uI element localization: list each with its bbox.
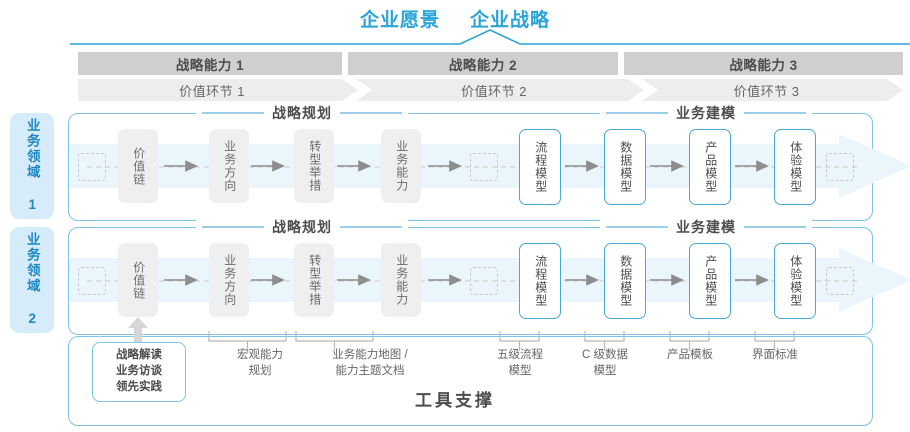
node-business-direction-r1[interactable]: 业务方向 xyxy=(209,129,249,203)
placeholder-box-r2-right xyxy=(826,267,854,295)
node-label: 数据模型 xyxy=(618,141,633,193)
node-data-model-r2[interactable]: 数据模型 xyxy=(604,243,646,319)
callout-macro-capability-planning: 宏观能力 规划 xyxy=(237,349,283,377)
section-label: 业务建模 xyxy=(676,105,736,121)
section-label: 业务建模 xyxy=(676,219,736,235)
node-experience-model-r1[interactable]: 体验模型 xyxy=(774,129,816,205)
domain-2-label: 业务领域 2 xyxy=(24,232,40,328)
value-chain-3-label: 价值环节 3 xyxy=(733,83,800,99)
node-value-chain-r2[interactable]: 价值链 xyxy=(118,243,158,317)
node-business-direction-r2[interactable]: 业务方向 xyxy=(209,243,249,317)
arrow-r1-2 xyxy=(251,160,285,172)
node-product-model-r2[interactable]: 产品模型 xyxy=(689,243,731,319)
callout-c-level-data-model: C 级数据 模型 xyxy=(582,349,628,377)
tool-support-title: 工具支撑 xyxy=(415,391,495,410)
value-chain-1-label: 价值环节 1 xyxy=(179,83,245,99)
callout-value-chain-methods: 战略解读 业务访谈 领先实践 xyxy=(92,342,186,402)
node-label: 业务方向 xyxy=(222,140,237,192)
divider-line xyxy=(744,226,806,228)
node-label: 转型举措 xyxy=(307,254,322,306)
arrow-r2-4 xyxy=(428,274,462,286)
placeholder-box-r2-left xyxy=(78,267,106,295)
arrow-r2-3 xyxy=(337,274,371,286)
divider-line xyxy=(202,226,264,228)
divider-line xyxy=(744,112,806,114)
section-title-business-modeling-r2: 业务建模 xyxy=(600,219,812,235)
arrow-r2-1 xyxy=(164,274,198,286)
sidebar-item-domain-2[interactable]: 业务领域 2 xyxy=(10,227,54,333)
arrow-r1-7 xyxy=(735,160,769,172)
arrow-r1-4 xyxy=(428,160,462,172)
node-label: 流程模型 xyxy=(533,255,548,307)
callout-brackets xyxy=(208,331,795,351)
capability-bar-3: 战略能力 3 xyxy=(624,52,903,75)
node-label: 业务方向 xyxy=(222,254,237,306)
node-label: 业务能力 xyxy=(394,254,409,306)
value-chain-2: 价值环节 2 xyxy=(356,79,644,101)
peak-connector-line xyxy=(70,29,910,45)
placeholder-box-r1-right xyxy=(826,153,854,181)
node-label: 转型举措 xyxy=(307,140,322,192)
node-data-model-r1[interactable]: 数据模型 xyxy=(604,129,646,205)
enterprise-strategy-title: 企业战略 xyxy=(470,9,551,31)
node-transformation-measures-r2[interactable]: 转型举措 xyxy=(294,243,334,317)
tool-support-container xyxy=(68,336,873,426)
divider-line xyxy=(606,112,668,114)
placeholder-box-r1-left xyxy=(78,153,106,181)
node-business-capability-r1[interactable]: 业务能力 xyxy=(381,129,421,203)
section-label: 战略规划 xyxy=(272,105,332,121)
upward-arrow-icon xyxy=(128,317,148,343)
node-process-model-r1[interactable]: 流程模型 xyxy=(519,129,561,205)
arrow-r1-6 xyxy=(650,160,684,172)
section-title-strategy-planning-r2: 战略规划 xyxy=(196,219,408,235)
node-label: 产品模型 xyxy=(703,255,718,307)
callout-ui-standard: 界面标准 xyxy=(752,349,798,361)
placeholder-box-r1-mid xyxy=(470,153,498,181)
value-chain-1: 价值环节 1 xyxy=(78,79,358,101)
capability-bar-1: 战略能力 1 xyxy=(78,52,342,75)
enterprise-vision-title: 企业愿景 xyxy=(359,9,440,31)
arrow-r1-3 xyxy=(337,160,371,172)
domain-1-label: 业务领域 1 xyxy=(24,118,40,214)
section-label: 战略规划 xyxy=(272,219,332,235)
node-process-model-r2[interactable]: 流程模型 xyxy=(519,243,561,319)
divider-line xyxy=(606,226,668,228)
node-value-chain-r1[interactable]: 价值链 xyxy=(118,129,158,203)
arrow-r2-6 xyxy=(650,274,684,286)
node-label: 业务能力 xyxy=(394,140,409,192)
node-product-model-r1[interactable]: 产品模型 xyxy=(689,129,731,205)
node-label: 数据模型 xyxy=(618,255,633,307)
sidebar-item-domain-1[interactable]: 业务领域 1 xyxy=(10,113,54,219)
arrow-r2-2 xyxy=(251,274,285,286)
capability-bar-row: 战略能力 1 战略能力 2 战略能力 3 xyxy=(78,52,903,75)
node-label: 体验模型 xyxy=(788,255,803,307)
value-chain-3: 价值环节 3 xyxy=(642,79,903,101)
section-title-business-modeling-r1: 业务建模 xyxy=(600,105,812,121)
value-chain-2-label: 价值环节 2 xyxy=(461,83,527,99)
node-label: 价值链 xyxy=(131,146,146,186)
callout-product-template: 产品模板 xyxy=(667,349,713,361)
node-transformation-measures-r1[interactable]: 转型举措 xyxy=(294,129,334,203)
callout-five-level-process-model: 五级流程 模型 xyxy=(497,349,543,377)
placeholder-box-r2-mid xyxy=(470,267,498,295)
arrow-r2-5 xyxy=(565,274,599,286)
arrow-r1-1 xyxy=(164,160,198,172)
node-label: 流程模型 xyxy=(533,141,548,193)
arrow-r1-5 xyxy=(565,160,599,172)
node-label: 体验模型 xyxy=(788,141,803,193)
value-chain-row: 价值环节 1 价值环节 2 价值环节 3 xyxy=(78,79,903,101)
node-label: 产品模型 xyxy=(703,141,718,193)
section-title-strategy-planning-r1: 战略规划 xyxy=(196,105,408,121)
divider-line xyxy=(202,112,264,114)
top-title-group: 企业愿景 企业战略 xyxy=(0,4,910,32)
node-label: 价值链 xyxy=(131,260,146,300)
capability-bar-2: 战略能力 2 xyxy=(348,52,618,75)
arrow-r2-7 xyxy=(735,274,769,286)
node-experience-model-r2[interactable]: 体验模型 xyxy=(774,243,816,319)
callout-capability-map-docs: 业务能力地图 / 能力主题文档 xyxy=(332,349,408,377)
divider-line xyxy=(340,226,402,228)
node-business-capability-r2[interactable]: 业务能力 xyxy=(381,243,421,317)
divider-line xyxy=(340,112,402,114)
